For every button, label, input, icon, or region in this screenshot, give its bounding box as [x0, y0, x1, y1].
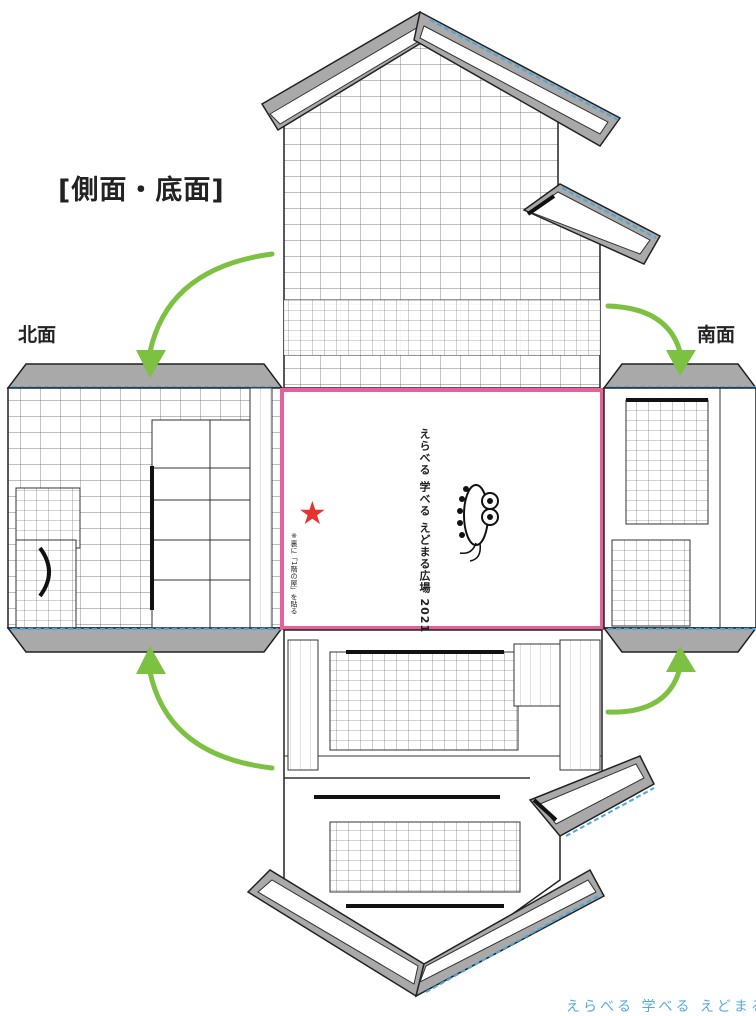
- fold-arrow-south-top-head: [666, 350, 696, 376]
- footer-text: えらべる 学べる えどまる: [566, 999, 756, 1015]
- bottom-roof-right-flap: [414, 868, 606, 998]
- frog-mascot-icon: [457, 484, 499, 562]
- base-panel: [280, 388, 604, 630]
- north-wall: [6, 363, 284, 653]
- top-small-roof-flap: [522, 183, 662, 265]
- fold-arrow-south-top: [605, 303, 683, 355]
- bottom-small-roof-flap: [528, 755, 655, 837]
- fold-arrow-north-top: [147, 251, 275, 355]
- bottom-wall: [283, 629, 603, 981]
- star-icon: ★: [298, 494, 327, 532]
- fold-arrow-south-bottom: [605, 665, 683, 715]
- south-side-label: 南面: [697, 324, 736, 346]
- south-wall: [602, 363, 756, 653]
- fold-arrow-south-bottom-head: [666, 646, 696, 672]
- page-heading: [側面・底面]: [58, 175, 225, 206]
- fold-arrow-north-bottom-head: [136, 646, 166, 674]
- north-side-label: 北面: [18, 324, 57, 346]
- top-roof-right-flap: [413, 10, 622, 147]
- base-panel-note: ※裏に「1階の屋」を貼る: [290, 532, 298, 615]
- fold-arrow-north-bottom: [147, 669, 275, 771]
- base-panel-title: えらべる 学べる えどまる広場 2021: [418, 428, 431, 634]
- fold-arrow-north-top-head: [136, 350, 166, 378]
- top-wall: [283, 29, 601, 389]
